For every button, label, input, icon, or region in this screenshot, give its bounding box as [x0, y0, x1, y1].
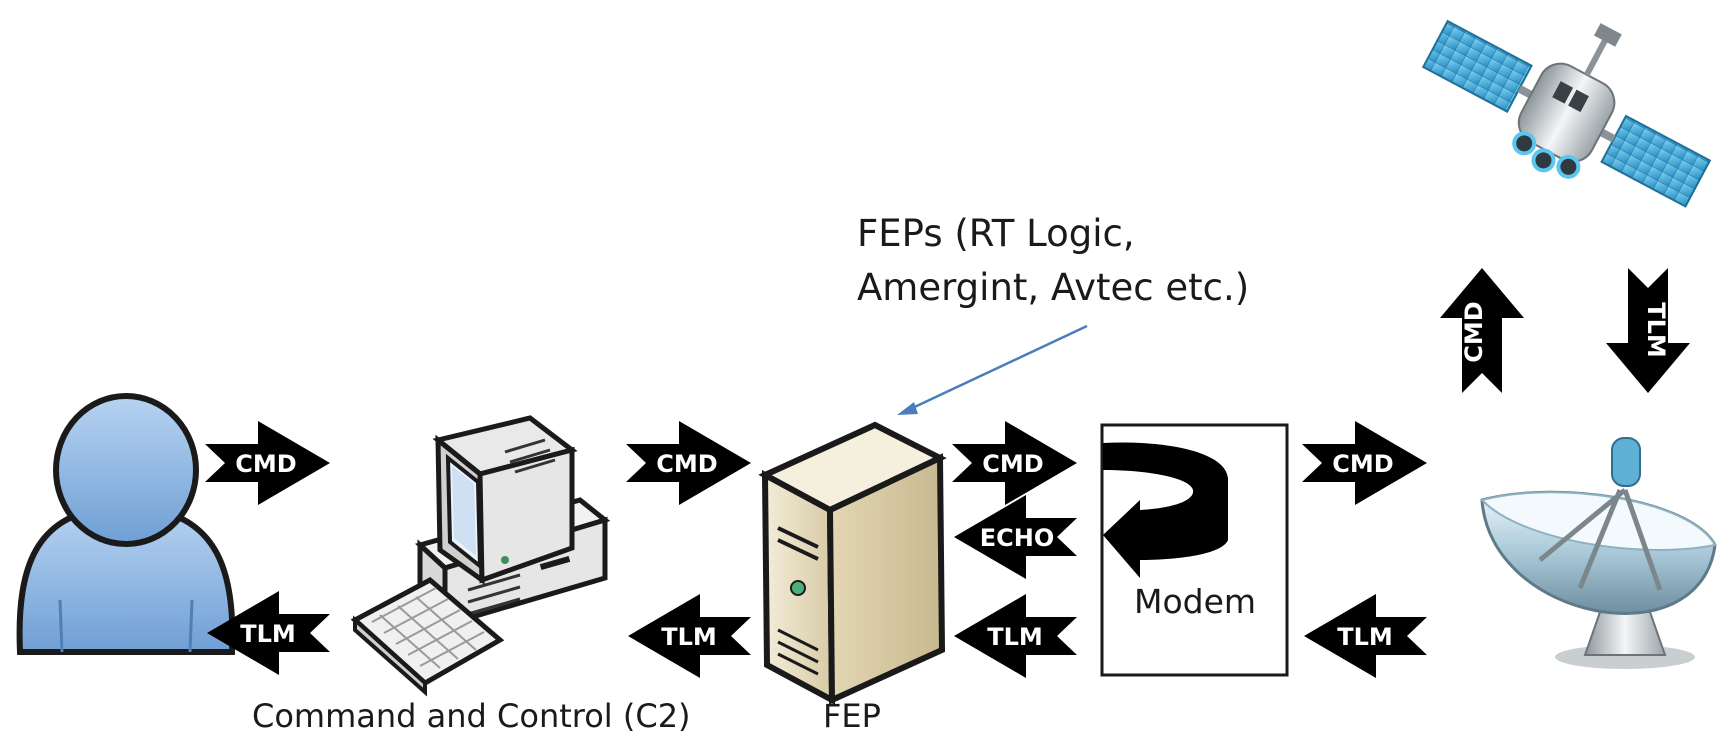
satellite-icon	[1421, 19, 1712, 208]
arrow-user-tlm: TLM	[207, 591, 330, 675]
arrow-fep-echo: ECHO	[954, 495, 1077, 579]
arrow-c2-tlm-label: TLM	[661, 623, 717, 651]
satellite-dish-icon	[1480, 437, 1717, 669]
arrow-modem-cmd: CMD	[1302, 421, 1427, 505]
arrow-uplink-cmd-label: CMD	[1460, 301, 1488, 362]
arrow-downlink-tlm: TLM	[1606, 268, 1690, 393]
arrow-c2-cmd-label: CMD	[656, 450, 717, 478]
arrow-user-tlm-label: TLM	[240, 620, 296, 648]
caption-fep: FEP	[823, 697, 881, 735]
arrow-c2-cmd: CMD	[626, 421, 751, 505]
arrow-user-cmd-label: CMD	[235, 450, 296, 478]
fep-callout-line1: FEPs (RT Logic,	[857, 212, 1135, 255]
modem-label: Modem	[1134, 582, 1256, 621]
arrow-c2-tlm: TLM	[628, 594, 751, 678]
fep-callout-line2: Amergint, Avtec etc.)	[857, 266, 1249, 309]
arrow-user-cmd: CMD	[205, 421, 330, 505]
arrow-fep-cmd: CMD	[952, 421, 1077, 505]
arrow-modem-tlm-label: TLM	[1337, 623, 1393, 651]
computer-icon	[350, 415, 611, 697]
arrow-fep-tlm: TLM	[954, 594, 1077, 678]
arrow-fep-tlm-label: TLM	[987, 623, 1043, 651]
arrow-modem-cmd-label: CMD	[1332, 450, 1393, 478]
user-icon	[16, 393, 236, 655]
arrow-uplink-cmd: CMD	[1440, 268, 1524, 393]
arrow-fep-echo-label: ECHO	[980, 524, 1055, 552]
modem-box: Modem	[1100, 423, 1289, 677]
fep-server-icon	[758, 421, 947, 706]
caption-c2: Command and Control (C2)	[252, 697, 691, 735]
arrow-fep-cmd-label: CMD	[982, 450, 1043, 478]
arrow-modem-tlm: TLM	[1304, 594, 1427, 678]
loop-arrow-icon	[1103, 442, 1228, 578]
arrow-downlink-tlm-label: TLM	[1642, 302, 1670, 358]
callout-pointer	[897, 324, 1088, 415]
